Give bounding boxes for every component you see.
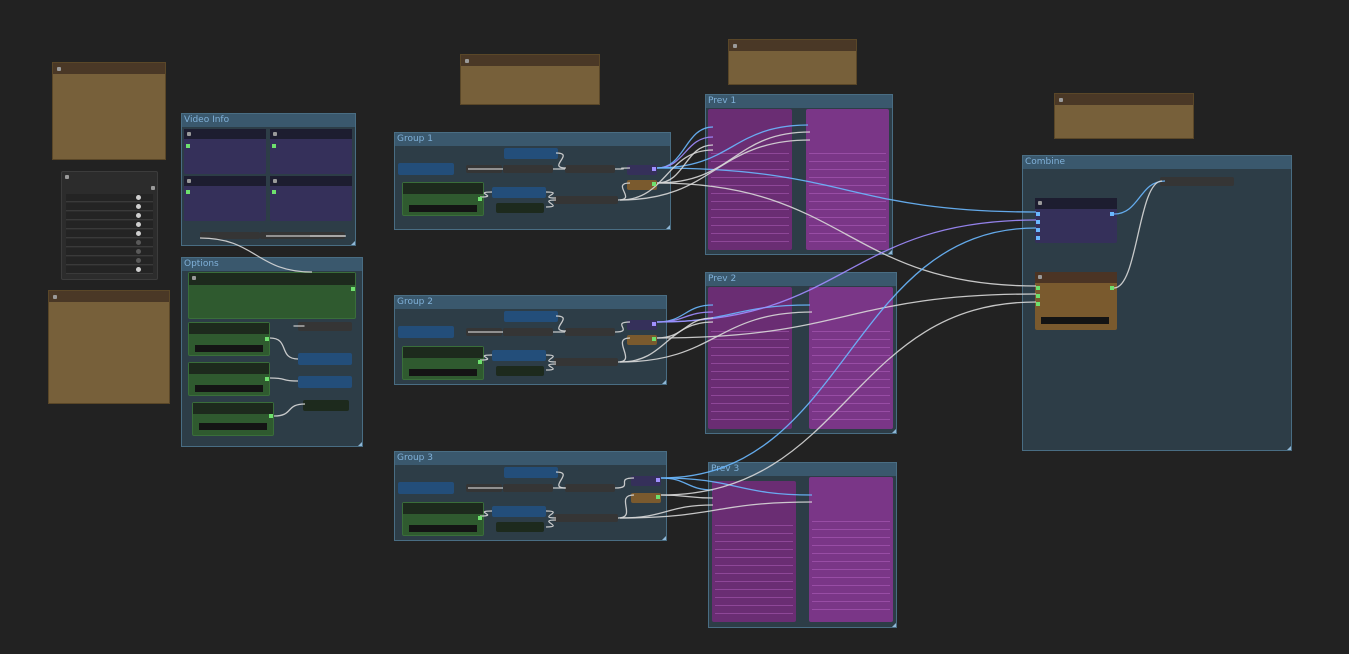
note-node[interactable] [48, 290, 170, 404]
preview-node[interactable] [712, 481, 796, 622]
toggle-knob-icon[interactable] [136, 258, 141, 263]
int-node[interactable] [492, 350, 546, 361]
resize-corner-icon[interactable] [662, 536, 666, 540]
video-info-node[interactable] [184, 176, 266, 221]
preview-node[interactable] [708, 287, 792, 429]
reroute-node[interactable] [200, 232, 260, 239]
value-node[interactable] [188, 362, 270, 396]
reroute-node[interactable] [1160, 177, 1234, 186]
switch-list-node[interactable] [61, 171, 158, 280]
int-node[interactable] [504, 311, 558, 322]
int-node[interactable] [298, 353, 352, 365]
reroute-node[interactable] [565, 484, 615, 492]
value-node[interactable] [402, 182, 484, 216]
note-node[interactable] [52, 62, 166, 160]
reroute-node[interactable] [503, 484, 553, 492]
group-title: Combine [1025, 157, 1066, 167]
primitive-node[interactable] [496, 366, 544, 376]
link-wire [660, 494, 714, 499]
int-node[interactable] [492, 187, 546, 198]
toggle-knob-icon[interactable] [136, 204, 141, 209]
reroute-node[interactable] [565, 328, 615, 336]
group-title: Group 2 [397, 297, 433, 307]
preview-node[interactable] [708, 109, 792, 250]
reroute-node[interactable] [565, 165, 615, 173]
video-info-node[interactable] [184, 129, 266, 174]
group-title: Prev 2 [708, 274, 737, 284]
reroute-node[interactable] [466, 328, 502, 336]
preview-node[interactable] [809, 477, 893, 622]
mask-out-node[interactable] [631, 493, 661, 503]
preview-node[interactable] [809, 287, 893, 429]
resize-corner-icon[interactable] [351, 241, 355, 245]
reroute-node[interactable] [554, 196, 618, 204]
int-node[interactable] [492, 506, 546, 517]
toggle-knob-icon[interactable] [136, 231, 141, 236]
link-wire [660, 477, 714, 491]
primitive-node[interactable] [496, 203, 544, 213]
note-node[interactable] [460, 54, 600, 105]
group-title: Options [184, 259, 219, 269]
collapse-icon[interactable] [1059, 98, 1063, 102]
int-node[interactable] [398, 163, 454, 175]
collapse-icon[interactable] [733, 44, 737, 48]
value-node[interactable] [192, 402, 274, 436]
toggle-knob-icon[interactable] [136, 249, 141, 254]
toggle-knob-icon[interactable] [136, 195, 141, 200]
resize-corner-icon[interactable] [662, 380, 666, 384]
value-node[interactable] [402, 346, 484, 380]
toggle-knob-icon[interactable] [136, 222, 141, 227]
reroute-node[interactable] [503, 165, 553, 173]
reroute-node[interactable] [503, 328, 553, 336]
group-title: Prev 3 [711, 464, 740, 474]
group-title: Group 3 [397, 453, 433, 463]
resize-corner-icon[interactable] [892, 623, 896, 627]
note-node[interactable] [1054, 93, 1194, 139]
resize-corner-icon[interactable] [1287, 446, 1291, 450]
resize-corner-icon[interactable] [358, 442, 362, 446]
group-title: Group 1 [397, 134, 433, 144]
primitive-node[interactable] [303, 400, 349, 411]
collapse-icon[interactable] [53, 295, 57, 299]
resize-corner-icon[interactable] [888, 250, 892, 254]
int-node[interactable] [504, 467, 558, 478]
mask-batch-node[interactable] [1035, 272, 1117, 330]
image-batch-node[interactable] [1035, 198, 1117, 243]
collapse-icon[interactable] [465, 59, 469, 63]
reroute-node[interactable] [466, 484, 502, 492]
toggle-knob-icon[interactable] [136, 213, 141, 218]
int-node[interactable] [298, 376, 352, 388]
int-node[interactable] [398, 482, 454, 494]
collapse-icon[interactable] [151, 186, 155, 190]
image-out-node[interactable] [631, 476, 661, 486]
collapse-icon[interactable] [65, 175, 69, 179]
value-node[interactable] [402, 502, 484, 536]
video-info-node[interactable] [270, 176, 352, 221]
group-title: Prev 1 [708, 96, 737, 106]
int-node[interactable] [398, 326, 454, 338]
group-title: Video Info [184, 115, 230, 125]
collapse-icon[interactable] [57, 67, 61, 71]
int-node[interactable] [504, 148, 558, 159]
note-node[interactable] [728, 39, 857, 85]
reroute-node[interactable] [554, 358, 618, 366]
options-main-node[interactable] [188, 272, 356, 319]
resize-corner-icon[interactable] [666, 225, 670, 229]
video-info-node[interactable] [270, 129, 352, 174]
resize-corner-icon[interactable] [892, 429, 896, 433]
reroute-node[interactable] [554, 514, 618, 522]
primitive-node[interactable] [496, 522, 544, 532]
reroute-node[interactable] [260, 232, 345, 239]
reroute-node[interactable] [298, 322, 352, 331]
reroute-node[interactable] [466, 165, 502, 173]
toggle-knob-icon[interactable] [136, 240, 141, 245]
preview-node[interactable] [806, 109, 889, 250]
toggle-knob-icon[interactable] [136, 267, 141, 272]
value-node[interactable] [188, 322, 270, 356]
